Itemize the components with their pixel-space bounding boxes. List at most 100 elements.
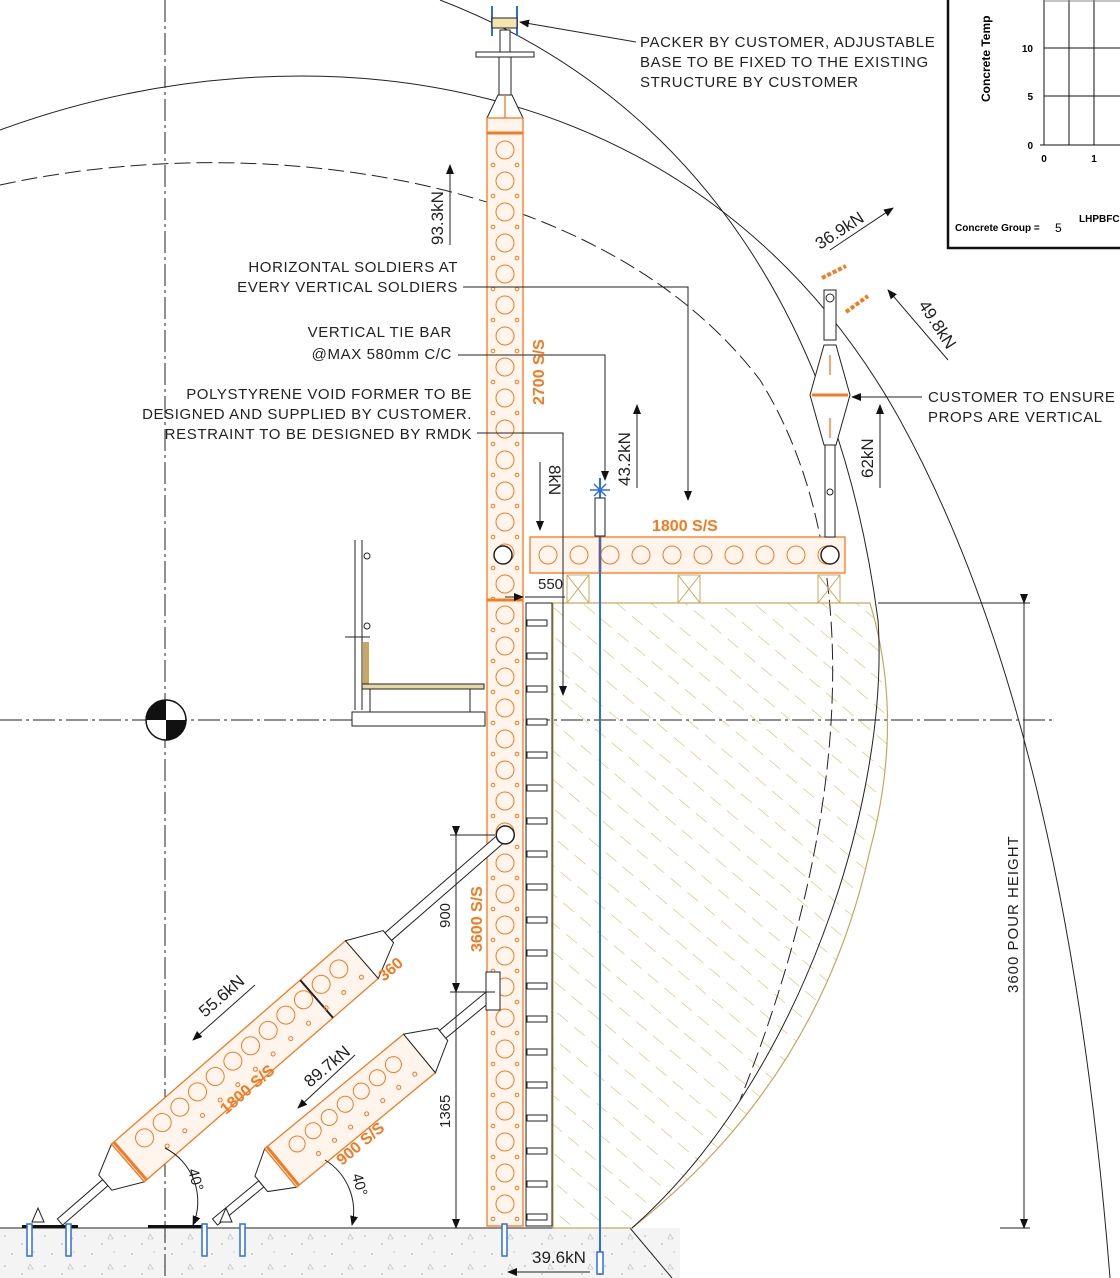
strut-hole (188, 1082, 208, 1102)
note-horizontal-soldiers-2: EVERY VERTICAL SOLDIERS (237, 279, 458, 296)
form-rib (526, 1015, 548, 1023)
note-tie-bar-1: VERTICAL TIE BAR (308, 324, 452, 341)
soldier-hole (538, 545, 558, 565)
soldier-hole (569, 545, 589, 565)
strut-base-anchors (22, 1206, 604, 1275)
chart-ytick-5: 5 (1027, 92, 1033, 103)
form-rib (526, 619, 548, 627)
soldier-hole (495, 512, 515, 532)
strut-hole (352, 1082, 370, 1100)
horizontal-soldier (493, 536, 846, 604)
soldier-hole (662, 545, 682, 565)
note-void-former-1: POLYSTYRENE VOID FORMER TO BE (186, 386, 472, 403)
chart-ylabel: Concrete Temp (979, 16, 993, 102)
force-prop-top-b: 49.8kN (915, 297, 960, 353)
force-strut-upper: 55.6kN (195, 971, 248, 1021)
right-prop (809, 264, 870, 538)
working-platform (345, 540, 486, 727)
chart-group-value: 5 (1055, 221, 1062, 235)
form-rib (526, 685, 548, 693)
label-vertical-soldier-lower: 3600 S/S (469, 886, 486, 952)
form-face (525, 602, 553, 1227)
force-tie-bar: 43.2kN (615, 432, 634, 486)
form-rib (526, 718, 548, 726)
strut-hole (241, 1036, 261, 1056)
outer-arc (0, 75, 1111, 1278)
ground-slab (0, 1228, 680, 1278)
form-rib (526, 652, 548, 660)
leader-lines (458, 19, 922, 696)
form-rib (526, 784, 548, 792)
inner-arc (439, 0, 880, 1229)
dashed-arc (0, 162, 834, 1101)
soldier-hole (495, 574, 515, 594)
form-rib (526, 1081, 548, 1089)
form-rib (526, 817, 548, 825)
soldier-hole (495, 1039, 515, 1059)
strut-hole (336, 1095, 354, 1113)
chart-ytick-0: 0 (1027, 141, 1033, 152)
note-packer-2: BASE TO BE FIXED TO THE EXISTING (640, 54, 929, 71)
soldier-hole (495, 357, 515, 377)
strut-hole (152, 1113, 172, 1133)
soldier-hole (693, 545, 713, 565)
strut-hole (205, 1066, 225, 1086)
soldier-hole (495, 233, 515, 253)
strut-hole (329, 959, 349, 979)
dim-pour-height: 3600 POUR HEIGHT (1005, 835, 1022, 993)
force-prop-vertical: 62kN (858, 438, 877, 478)
form-rib (526, 949, 548, 957)
label-vertical-soldier: 2700 S/S (531, 339, 548, 405)
dim-strut-spacing: 900 (437, 903, 454, 928)
soldier-hole (495, 1163, 515, 1183)
strut-hole (320, 1108, 338, 1126)
concrete-pour-region (552, 602, 889, 1229)
strut-hole (304, 1122, 322, 1140)
upper-push-pull-strut (56, 825, 516, 1226)
note-void-former-3: RESTRAINT TO BE DESIGNED BY RMDK (165, 426, 472, 443)
label-horizontal-soldier: 1800 S/S (652, 518, 718, 535)
force-top-vertical: 93.3kN (428, 191, 447, 245)
soldier-hole (631, 545, 651, 565)
note-horizontal-soldiers-1: HORIZONTAL SOLDIERS AT (248, 259, 458, 276)
soldier-hole (495, 667, 515, 687)
form-rib (526, 1114, 548, 1122)
vertical-soldier (486, 117, 524, 1227)
form-rib (526, 1180, 548, 1188)
dim-offset: 550 (538, 576, 563, 593)
form-rib (526, 1147, 548, 1155)
concrete-temp-chart-inset: Concrete Temp 10 5 0 0 1 Concrete Group … (946, 0, 1120, 250)
force-base-horizontal: 39.6kN (532, 1248, 586, 1267)
strut-bracket (485, 971, 501, 1011)
soldier-hole (495, 791, 515, 811)
note-packer-3: STRUCTURE BY CUSTOMER (640, 74, 859, 91)
center-mark-icon (145, 699, 187, 741)
form-rib (526, 916, 548, 924)
soldier-hole (495, 202, 515, 222)
soldier-hole (495, 884, 515, 904)
soldier-hole (495, 853, 515, 873)
soldier-hole (495, 264, 515, 284)
force-arrows (192, 164, 949, 1276)
form-rib (526, 883, 548, 891)
top-packer-prop (475, 6, 535, 119)
note-void-former-2: DESIGNED AND SUPPLIED BY CUSTOMER. (142, 406, 472, 423)
soldier-hole (495, 1132, 515, 1152)
note-props-vertical-1: CUSTOMER TO ENSURE (928, 389, 1116, 406)
dimension-lines (164, 593, 1030, 1229)
strut-hole (135, 1128, 155, 1148)
chart-xtick-0: 0 (1041, 154, 1047, 165)
form-rib (526, 982, 548, 990)
soldier-hole (495, 419, 515, 439)
soldier-hole (495, 140, 515, 160)
soldier-hole (495, 388, 515, 408)
soldier-hole (495, 729, 515, 749)
form-rib (526, 1213, 548, 1221)
strut-hole (294, 990, 314, 1010)
strut-hole (276, 1005, 296, 1025)
soldier-hole (724, 545, 744, 565)
soldier-hole (495, 698, 515, 718)
chart-code: LHPBFC (1079, 214, 1120, 225)
chart-xtick-1: 1 (1091, 154, 1097, 165)
